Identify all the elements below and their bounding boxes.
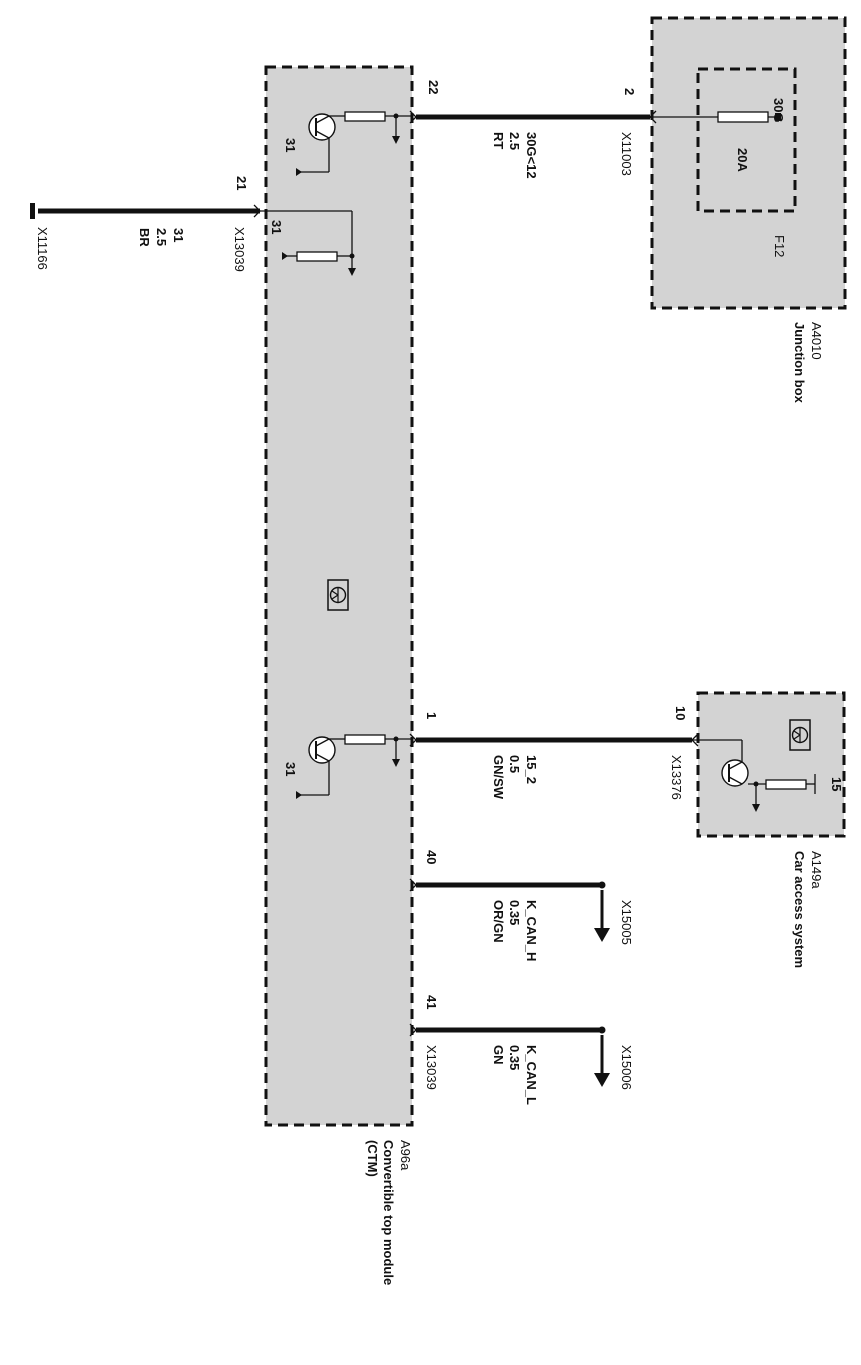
t15-color-label: GN/SW: [491, 755, 506, 800]
gnd-31-pin21: 31: [269, 220, 284, 234]
pin-1-label: 1: [424, 712, 439, 719]
t15-signal-label: 15_2: [524, 755, 539, 784]
can-l-color-label: GN: [491, 1045, 506, 1065]
resistor-pin21: [296, 251, 338, 262]
power-color-label: RT: [491, 132, 506, 149]
x13039-ground-label: X13039: [232, 227, 247, 272]
k-can-l-end-dot: [598, 1026, 606, 1034]
fuse-30g-label: 30G: [771, 98, 786, 123]
can-l-size-label: 0.35: [507, 1045, 522, 1070]
transistor-pin1-icon: [308, 736, 336, 764]
x13376-label: X13376: [669, 755, 684, 800]
pin-21-label: 21: [234, 176, 249, 190]
t15-size-label: 0.5: [507, 755, 522, 773]
connector-mark-41: [409, 1023, 417, 1037]
fuse-inner-box: [696, 67, 797, 213]
connector-mark-22: [409, 110, 417, 124]
junction-box-id: A4010: [809, 322, 824, 360]
cas-term-15-label: 15: [829, 777, 844, 791]
k-can-h-end-dot: [598, 881, 606, 889]
connector-mark-40: [409, 878, 417, 892]
junction-box-module: [650, 16, 847, 310]
pin-22-label: 22: [426, 80, 441, 94]
k-can-h-arrow-icon: [592, 888, 612, 944]
ctm-name-line1: Convertible top module: [381, 1140, 396, 1285]
cas-name: Car access system: [792, 851, 807, 968]
ground-signal-label: 31: [171, 228, 186, 242]
k-can-l-arrow-icon: [592, 1033, 612, 1089]
can-h-signal-label: K_CAN_H: [524, 900, 539, 961]
pin-10-label: 10: [673, 706, 688, 720]
fuse-f12: [717, 111, 769, 123]
junction-box-name: Junction box: [792, 322, 807, 404]
cas-module-box: [696, 691, 846, 838]
x11003-label: X11003: [619, 132, 634, 176]
ground-color-label: BR: [137, 228, 152, 247]
cas-module-icon: [789, 719, 811, 751]
gnd-31-pin1: 31: [283, 762, 298, 776]
resistor-cas: [765, 779, 807, 790]
transistor-pin22-icon: [308, 113, 336, 141]
can-h-color-label: OR/GN: [491, 900, 506, 943]
can-h-size-label: 0.35: [507, 900, 522, 925]
pin-41-label: 41: [424, 995, 439, 1009]
ctm-id: A96a: [398, 1140, 413, 1171]
x13039-can-label: X13039: [424, 1045, 439, 1090]
ctm-name-line2: (CTM): [365, 1140, 380, 1177]
gnd-31-pin22: 31: [283, 138, 298, 152]
x11166-label: X11166: [35, 227, 50, 270]
resistor-pin22: [344, 111, 386, 122]
x15006-label: X15006: [619, 1045, 634, 1090]
connector-mark-1: [409, 733, 417, 747]
x15005-label: X15005: [619, 900, 634, 945]
power-signal-label: 30G<12: [524, 132, 539, 179]
ground-size-label: 2.5: [154, 228, 169, 246]
ctm-module-icon: [327, 579, 349, 611]
resistor-pin1: [344, 734, 386, 745]
fuse-id-label: F12: [772, 235, 787, 257]
fuse-rating-label: 20A: [735, 148, 750, 172]
power-size-label: 2.5: [507, 132, 522, 150]
can-l-signal-label: K_CAN_L: [524, 1045, 539, 1105]
pin-40-label: 40: [424, 850, 439, 864]
pin-2-label: 2: [622, 88, 637, 95]
transistor-cas-icon: [721, 759, 749, 787]
ground-terminal: [30, 203, 35, 219]
cas-id: A149a: [809, 851, 824, 889]
